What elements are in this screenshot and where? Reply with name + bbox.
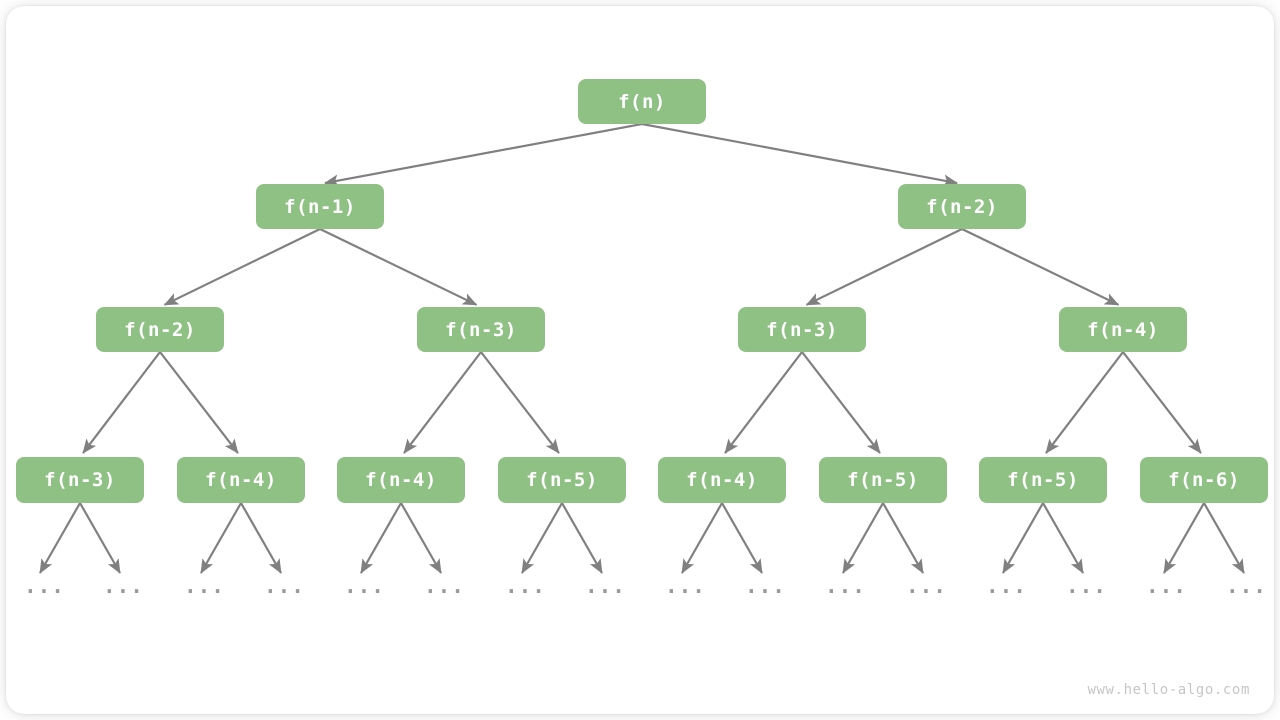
ellipsis-marker: ... xyxy=(986,574,1027,598)
ellipsis-marker: ... xyxy=(184,574,225,598)
ellipsis-marker: ... xyxy=(745,574,786,598)
ellipsis-marker: ... xyxy=(1066,574,1107,598)
tree-node-n9: f(n-4) xyxy=(337,457,465,503)
tree-node-n0: f(n) xyxy=(578,79,706,124)
ellipsis-marker: ... xyxy=(264,574,305,598)
watermark: www.hello-algo.com xyxy=(1087,682,1250,698)
tree-node-n11: f(n-4) xyxy=(658,457,786,503)
ellipsis-marker: ... xyxy=(24,574,65,598)
ellipsis-marker: ... xyxy=(906,574,947,598)
tree-node-n1: f(n-1) xyxy=(256,184,384,229)
tree-node-n3: f(n-2) xyxy=(96,307,224,352)
ellipsis-marker: ... xyxy=(424,574,465,598)
tree-node-n8: f(n-4) xyxy=(177,457,305,503)
tree-node-n12: f(n-5) xyxy=(819,457,947,503)
tree-node-n10: f(n-5) xyxy=(498,457,626,503)
tree-node-n14: f(n-6) xyxy=(1140,457,1268,503)
ellipsis-marker: ... xyxy=(585,574,626,598)
ellipsis-marker: ... xyxy=(505,574,546,598)
ellipsis-marker: ... xyxy=(103,574,144,598)
ellipsis-marker: ... xyxy=(665,574,706,598)
tree-node-n5: f(n-3) xyxy=(738,307,866,352)
ellipsis-marker: ... xyxy=(344,574,385,598)
ellipsis-marker: ... xyxy=(1146,574,1187,598)
tree-node-n6: f(n-4) xyxy=(1059,307,1187,352)
tree-node-n13: f(n-5) xyxy=(979,457,1107,503)
tree-node-n7: f(n-3) xyxy=(16,457,144,503)
tree-node-n4: f(n-3) xyxy=(417,307,545,352)
ellipsis-marker: ... xyxy=(1226,574,1267,598)
ellipsis-marker: ... xyxy=(825,574,866,598)
tree-node-n2: f(n-2) xyxy=(898,184,1026,229)
